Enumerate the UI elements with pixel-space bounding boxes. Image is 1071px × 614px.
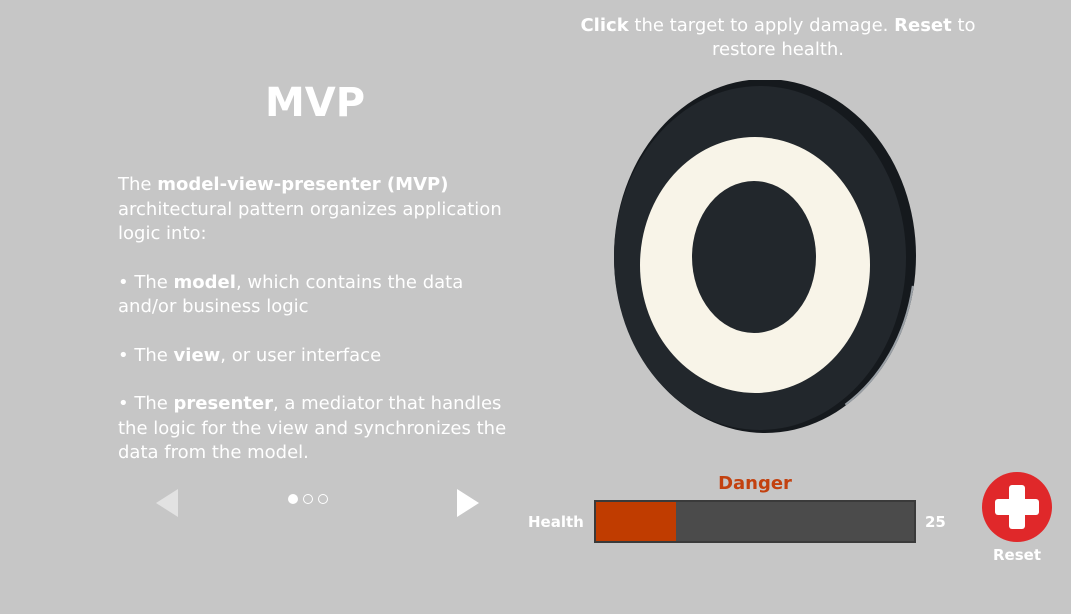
page-indicator	[288, 494, 328, 508]
instruction-click-word: Click	[580, 15, 629, 36]
reset-button[interactable]: Reset	[982, 472, 1052, 566]
bullet-post: , a mediator that handles the logic for …	[118, 393, 507, 463]
health-status-label: Danger	[718, 473, 792, 494]
plus-icon[interactable]	[982, 472, 1052, 542]
health-label: Health	[528, 513, 584, 531]
reset-label: Reset	[993, 546, 1041, 564]
left-arrow-icon[interactable]	[156, 489, 178, 517]
target-center	[692, 181, 816, 333]
page-dot[interactable]	[303, 494, 313, 504]
panel-description: The model-view-presenter (MVP) architect…	[118, 173, 508, 490]
intro-pre: The	[118, 174, 158, 195]
page-dot[interactable]	[288, 494, 298, 504]
bullet-pre: • The	[118, 271, 174, 293]
bullet-pre: • The	[118, 344, 174, 366]
health-value: 25	[925, 513, 946, 531]
health-bar	[594, 500, 916, 543]
intro-bold: model-view-presenter (MVP)	[157, 174, 449, 195]
bullet-bold: model	[173, 271, 236, 293]
bullet-bold: presenter	[173, 393, 273, 414]
right-arrow-icon[interactable]	[457, 489, 479, 517]
instruction-end: to restore health.	[711, 15, 976, 60]
bullet-post: , or user interface	[220, 344, 382, 366]
bullet-view: • The view, or user interface	[118, 344, 508, 369]
page-dot[interactable]	[318, 494, 328, 504]
bullet-bold: view	[173, 344, 221, 366]
instruction-text: Click the target to apply damage. Reset …	[548, 14, 1008, 62]
instruction-reset-word: Reset	[894, 15, 952, 36]
bullet-post: , which contains the data and/or busines…	[118, 271, 464, 318]
bullet-pre: • The	[118, 393, 174, 414]
health-bar-fill	[596, 502, 676, 541]
instruction-middle: the target to apply damage.	[628, 15, 895, 36]
bullet-model: • The model, which contains the data and…	[118, 271, 508, 320]
target-disc-icon[interactable]	[600, 80, 930, 440]
panel-title: MVP	[264, 80, 366, 126]
intro-paragraph: The model-view-presenter (MVP) architect…	[118, 173, 508, 247]
intro-post: architectural pattern organizes applicat…	[118, 198, 502, 245]
bullet-presenter: • The presenter, a mediator that handles…	[118, 392, 508, 466]
